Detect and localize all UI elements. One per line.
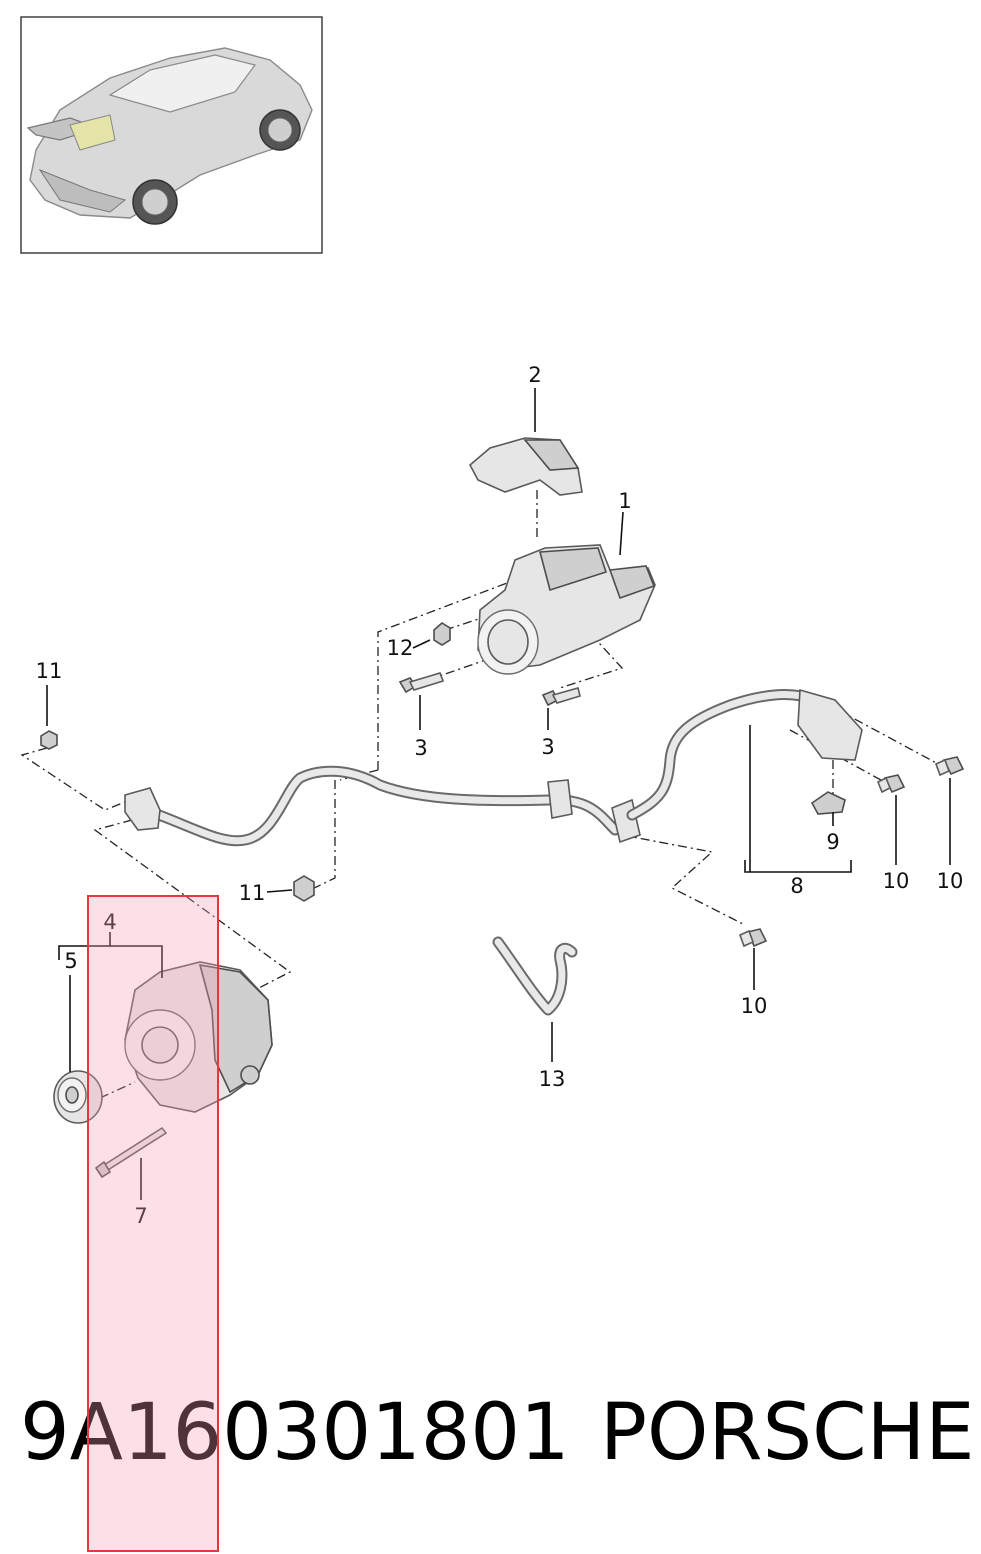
bolt-part-10c <box>738 928 768 948</box>
alternator-highlight-box <box>87 895 219 1552</box>
car-illustration-icon <box>26 47 313 225</box>
bolt-part-10b <box>934 756 965 777</box>
nut-part-11a <box>40 730 58 750</box>
starter-cover-part <box>468 437 583 496</box>
callout-10a: 10 <box>883 869 910 893</box>
callout-11b: 11 <box>239 881 266 905</box>
callout-2: 2 <box>528 363 541 387</box>
ground-strap-part-13 <box>492 936 578 1016</box>
callout-3a: 3 <box>414 736 427 760</box>
positive-cable-part-8 <box>626 688 863 821</box>
bolt-part-3b <box>541 687 581 707</box>
vehicle-thumbnail <box>20 16 323 254</box>
callout-10c: 10 <box>741 994 768 1018</box>
bolt-part-10a <box>876 774 906 794</box>
callout-10b: 10 <box>937 869 964 893</box>
long-bolt-part-7 <box>94 1126 168 1179</box>
part-number-label: 9A160301801 <box>20 1388 570 1478</box>
clip-part-9 <box>810 791 846 815</box>
leader-lines <box>46 388 951 1200</box>
nut-part-12 <box>433 622 451 646</box>
nut-part-11b <box>293 875 315 902</box>
battery-cable-harness <box>124 765 641 847</box>
callout-7: 7 <box>134 1204 147 1228</box>
callout-13: 13 <box>539 1067 566 1091</box>
callout-1: 1 <box>618 489 631 513</box>
starter-motor-part <box>477 544 656 675</box>
callout-labels: 2 1 12 3 3 11 11 4 5 7 8 9 10 10 10 13 <box>36 363 964 1228</box>
pulley-part-5 <box>53 1070 103 1124</box>
callout-8: 8 <box>790 874 803 898</box>
callout-5: 5 <box>64 949 77 973</box>
bolt-part-3a <box>398 672 445 694</box>
callout-12: 12 <box>387 636 414 660</box>
callout-4: 4 <box>103 910 116 934</box>
callout-3b: 3 <box>541 735 554 759</box>
callout-11a: 11 <box>36 659 63 683</box>
brand-label: PORSCHE <box>600 1388 975 1478</box>
callout-9: 9 <box>826 830 839 854</box>
